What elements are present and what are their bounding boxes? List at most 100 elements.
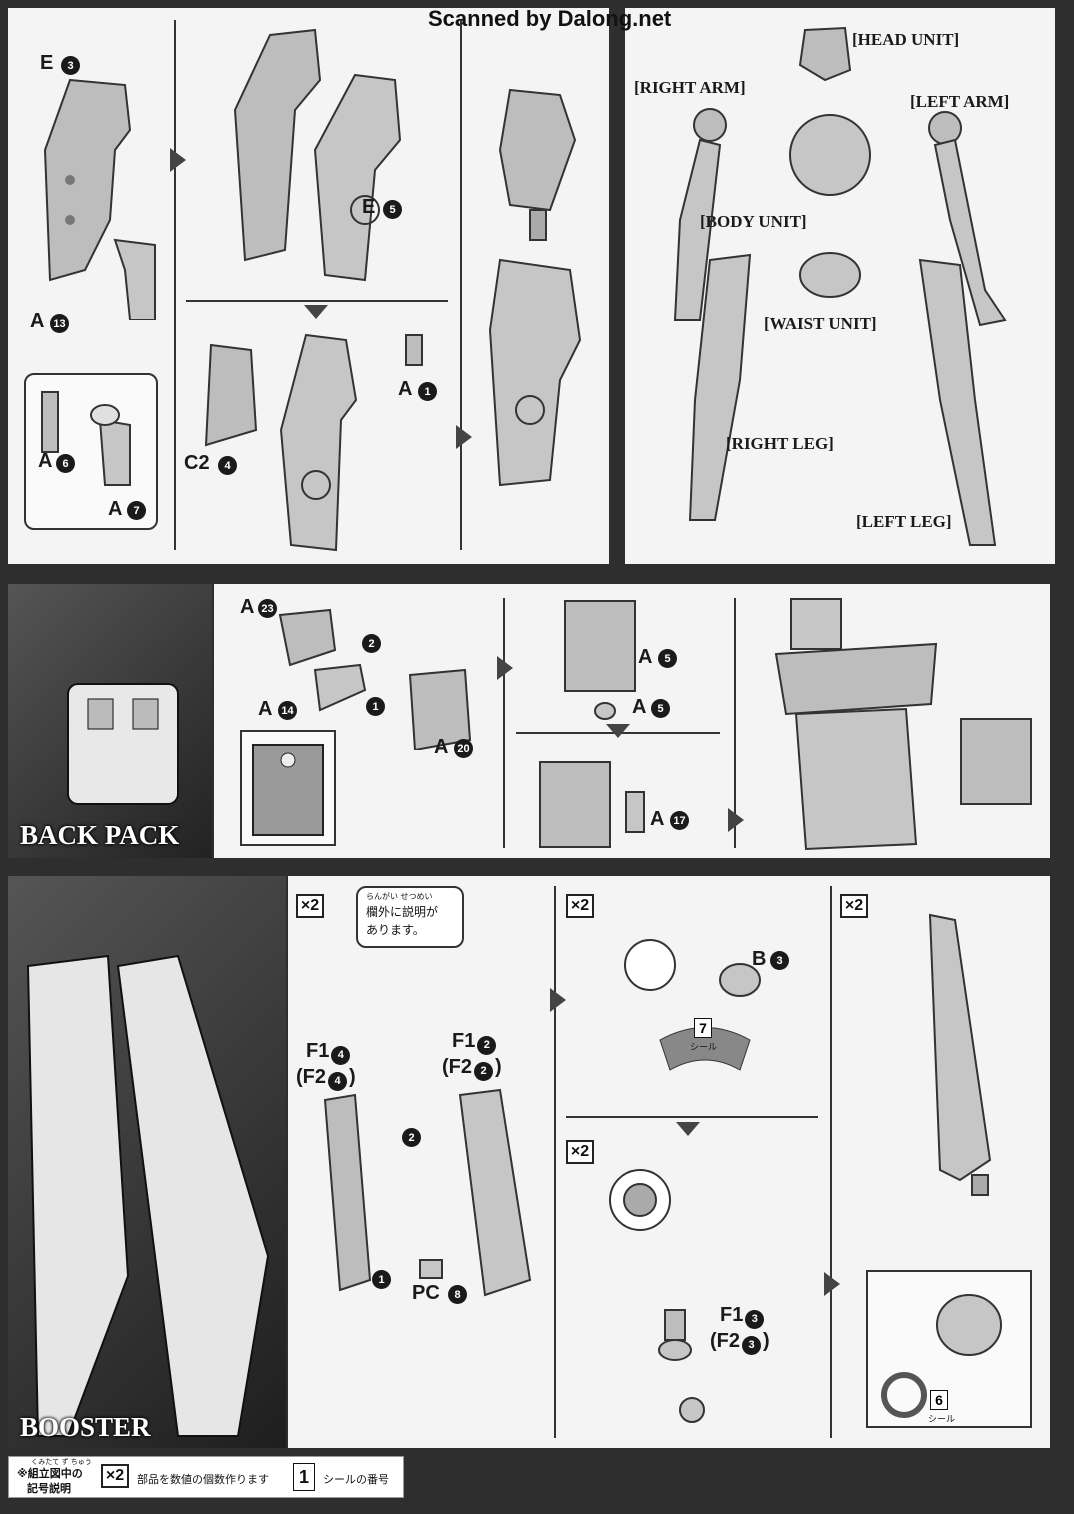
- part-label-b3: B: [752, 948, 767, 970]
- part-label-a7: A: [108, 498, 123, 520]
- divider: [186, 300, 448, 302]
- part-label-a6: A: [38, 450, 53, 472]
- divider: [830, 886, 832, 1438]
- part-label-e3: E: [40, 52, 54, 74]
- legend-sticker-badge: 1: [293, 1463, 315, 1491]
- backpack-step3-drawing: [539, 761, 645, 848]
- divider: [566, 1116, 818, 1118]
- part-number-badge: 2: [474, 1061, 493, 1081]
- backpack-step2-drawing: [564, 600, 636, 720]
- legend-title-2: 記号説明: [27, 1482, 71, 1495]
- legend-quantity-badge: ×2: [101, 1464, 129, 1488]
- step-arrow-icon: [550, 988, 566, 1012]
- part-number-badge: 2: [477, 1035, 497, 1055]
- step-arrow-icon: [304, 305, 328, 319]
- backpack-photo-drawing: [67, 683, 179, 805]
- booster-halves-drawing: [323, 1088, 532, 1297]
- sticker-word: シール: [928, 1415, 956, 1425]
- step-order-badge: 1: [372, 1270, 391, 1289]
- arm-frame-drawing: [233, 28, 402, 282]
- step-arrow-icon: [676, 1122, 700, 1136]
- unit-label-head: [HEAD UNIT]: [852, 30, 960, 49]
- backpack-attach-drawing: [774, 598, 1032, 851]
- nozzle-detail-drawing: [881, 1294, 1002, 1418]
- divider: [460, 20, 462, 550]
- part-number-badge: 7: [127, 501, 146, 520]
- part-label-pc8: PC: [412, 1282, 440, 1304]
- step-arrow-icon: [728, 808, 744, 832]
- part-number-badge: 3: [61, 56, 80, 75]
- backpack-detail-drawing: [252, 744, 324, 836]
- unit-label-left-arm: [LEFT ARM]: [910, 92, 1010, 111]
- part-label-a5-top: A: [638, 646, 653, 668]
- part-label-e5: E: [362, 196, 376, 218]
- part-number-badge: 13: [50, 314, 69, 333]
- nozzle-sticker-drawing: [624, 939, 761, 1071]
- legend-ruby: くみたて ず ちゅう: [31, 1458, 92, 1466]
- part-number-badge: 14: [278, 701, 297, 720]
- note-line-1: 欄外に説明が: [366, 905, 439, 919]
- symbol-legend: くみたて ず ちゅう ※組立図中の 記号説明 ×2 部品を数値の個数作ります 1…: [8, 1456, 404, 1498]
- step-arrow-icon: [824, 1272, 840, 1296]
- divider: [503, 598, 505, 848]
- divider: [734, 598, 736, 848]
- step-arrow-icon: [497, 656, 513, 680]
- part-number-badge: 5: [651, 699, 670, 718]
- unit-label-body: [BODY UNIT]: [700, 212, 807, 231]
- part-number-badge: 6: [56, 454, 75, 473]
- part-label-c2-4: C2: [184, 452, 210, 474]
- legend-title-1: ※組立図中の: [17, 1467, 83, 1480]
- part-label-a1: A: [398, 378, 413, 400]
- part-number-badge: 5: [658, 649, 677, 668]
- sticker-number: 6: [930, 1390, 948, 1410]
- quantity-badge: ×2: [296, 894, 324, 918]
- booster-photo-drawing: [26, 954, 270, 1437]
- sticker-number: 7: [694, 1018, 712, 1038]
- mobile-suit-exploded-drawing: [673, 26, 1007, 546]
- step-order-badge: 2: [362, 634, 381, 653]
- part-number-badge: 23: [258, 599, 277, 618]
- detail-callout-drawing: [41, 391, 131, 486]
- part-number-badge: 17: [670, 811, 689, 830]
- step-arrow-icon: [456, 425, 472, 449]
- section-title-backpack: BACK PACK: [20, 820, 180, 850]
- step-arrow-icon: [170, 148, 186, 172]
- unit-label-right-leg: [RIGHT LEG]: [726, 434, 834, 453]
- unit-label-left-leg: [LEFT LEG]: [856, 512, 952, 531]
- part-number-badge: 4: [218, 456, 237, 475]
- part-label-a23: A: [240, 596, 255, 618]
- legend-quantity-text: 部品を数値の個数作ります: [137, 1473, 269, 1486]
- part-number-badge: 3: [745, 1309, 765, 1329]
- watermark: Scanned by Dalong.net: [428, 6, 672, 31]
- part-number-badge: 3: [742, 1335, 761, 1355]
- part-number-badge: 5: [383, 200, 402, 219]
- arm-assembled-drawing: [488, 88, 582, 487]
- note-line-2: あります。: [366, 923, 425, 937]
- note-ruby: らんがい せつめい: [366, 892, 433, 901]
- step-order-badge: 1: [366, 697, 385, 716]
- part-number-badge: 20: [454, 739, 473, 758]
- unit-label-right-arm: [RIGHT ARM]: [634, 78, 746, 97]
- step-order-badge: 2: [402, 1128, 421, 1147]
- arm-part-drawing: [43, 78, 156, 320]
- section-title-booster: BOOSTER: [20, 1412, 151, 1442]
- part-number-badge: 3: [770, 951, 789, 970]
- quantity-badge: ×2: [840, 894, 868, 918]
- arm-cover-drawing: [204, 333, 423, 552]
- step-arrow-icon: [606, 724, 630, 738]
- note-bubble: らんがい せつめい 欄外に説明が あります。: [356, 886, 464, 948]
- divider: [554, 886, 556, 1438]
- nozzle-assembly-drawing: [609, 1169, 705, 1423]
- part-number-badge: 4: [331, 1045, 351, 1065]
- part-label-a17: A: [650, 808, 665, 830]
- unit-label-waist: [WAIST UNIT]: [764, 314, 877, 333]
- part-number-badge: 4: [328, 1071, 347, 1091]
- booster-complete-drawing: [928, 913, 992, 1196]
- quantity-badge: ×2: [566, 1140, 594, 1164]
